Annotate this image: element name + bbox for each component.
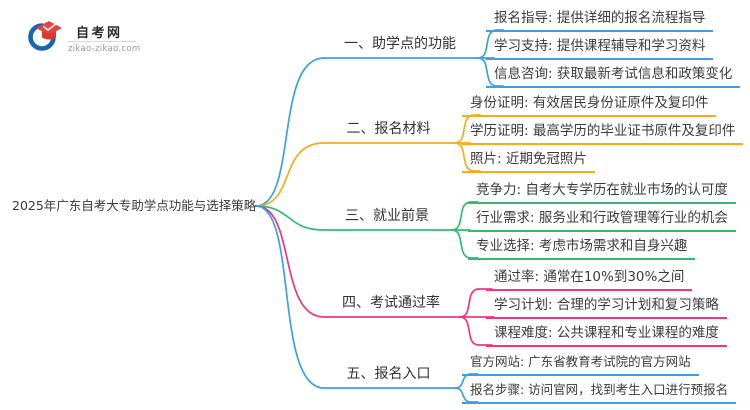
leaf-node: 学习支持: 提供课程辅导和学习资料: [486, 37, 714, 60]
leaf-node: 官方网站: 广东省教育考试院的官方网站: [462, 353, 699, 376]
leaf-node: 专业选择: 考虑市场需求和自身兴趣: [468, 237, 696, 260]
branch1-links: [255, 29, 504, 207]
branch-node-5: 五、报名入口: [346, 366, 431, 382]
logo-site-url: zikao-zikao.com: [68, 44, 141, 54]
branch-node-1: 一、助学点的功能: [344, 36, 456, 52]
leaf-node: 信息咨询: 获取最新考试信息和政策变化: [486, 65, 741, 88]
root-node: 2025年广东自考大专助学点功能与选择策略: [12, 198, 257, 213]
branch-node-2: 二、报名材料: [346, 121, 431, 137]
branch-node-4: 四、考试通过率: [342, 295, 440, 311]
leaf-node: 报名步骤: 访问官网，找到考生入口进行预报名: [462, 381, 737, 404]
logo-divider: [68, 41, 136, 42]
leaf-node: 照片: 近期免冠照片: [462, 150, 595, 173]
leaf-node: 竞争力: 自考大专学历在就业市场的认可度: [468, 181, 736, 204]
leaf-node: 通过率: 通常在10%到30%之间: [486, 268, 693, 291]
leaf-node: 行业需求: 服务业和行政管理等行业的机会: [468, 209, 736, 232]
leaf-node: 报名指导: 提供详细的报名流程指导: [486, 9, 714, 32]
graduation-cap-icon: [28, 21, 62, 51]
leaf-node: 身份证明: 有效居民身份证原件及复印件: [462, 94, 717, 117]
leaf-node: 学历证明: 最高学历的毕业证书原件及复印件: [462, 122, 744, 145]
branch4-links: [255, 205, 495, 346]
leaf-node: 学习计划: 合理的学习计划和复习策略: [486, 296, 727, 319]
branch-node-3: 三、就业前景: [345, 208, 429, 224]
site-logo: 自考网 zikao-zikao.com: [28, 18, 146, 56]
leaf-node: 课程难度: 公共课程和专业课程的难度: [486, 324, 727, 347]
logo-site-name: 自考网: [76, 26, 123, 41]
